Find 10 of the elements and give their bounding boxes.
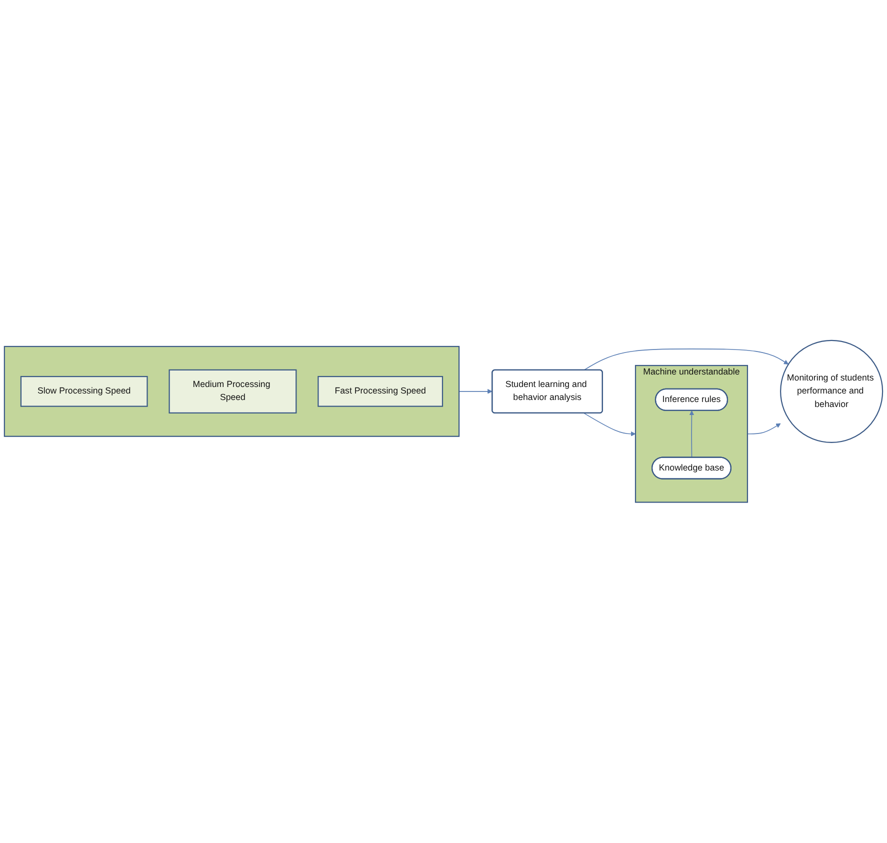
arrow (583, 412, 636, 436)
node-circle: Monitoring of students performance and behavior (780, 340, 884, 444)
arrow (458, 389, 492, 394)
arrow (689, 410, 694, 458)
node-box: Fast Processing Speed (318, 376, 444, 408)
cluster (4, 346, 460, 438)
node-box: Slow Processing Speed (20, 376, 148, 408)
arrow (583, 348, 789, 371)
arrow (747, 423, 781, 434)
node-box: Medium Processing Speed (168, 370, 297, 414)
